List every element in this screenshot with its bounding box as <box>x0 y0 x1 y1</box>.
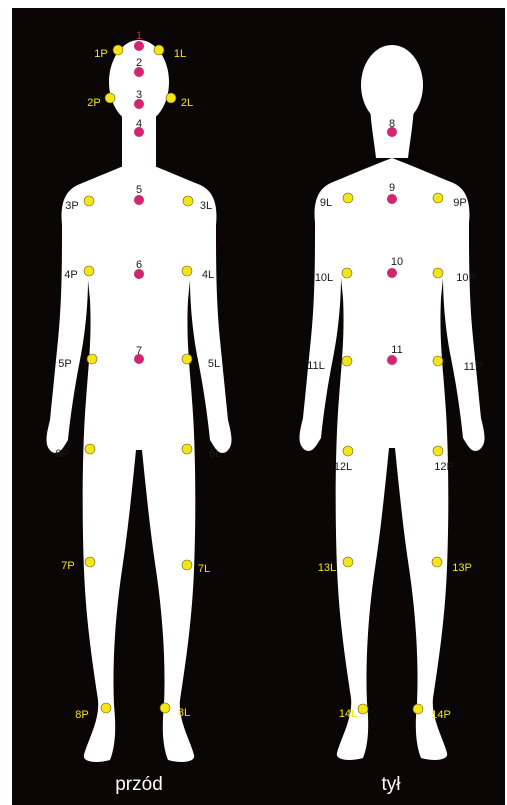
point-dot-3l <box>183 196 193 206</box>
caption-front: przód <box>79 774 199 796</box>
point-label-14l: 14L <box>339 708 357 720</box>
point-dot-11l <box>342 356 352 366</box>
point-label-1: 1 <box>136 30 142 42</box>
point-label-2: 2 <box>136 57 142 69</box>
point-label-5l: 5L <box>208 358 220 370</box>
point-label-7p: 7P <box>61 560 74 572</box>
point-label-10: 10 <box>391 256 403 268</box>
point-label-3: 3 <box>136 89 142 101</box>
point-label-4p: 4P <box>64 269 77 281</box>
point-dot-1l <box>154 45 164 55</box>
point-label-5p: 5P <box>58 358 71 370</box>
point-label-14p: 14P <box>431 709 451 721</box>
point-dot-4p <box>84 266 94 276</box>
left-white-strip <box>0 0 12 805</box>
point-label-2p: 2P <box>87 97 100 109</box>
point-label-9l: 9L <box>320 197 332 209</box>
point-label-6: 6 <box>136 259 142 271</box>
point-dot-12l <box>343 446 353 456</box>
point-label-1l: 1L <box>174 48 186 60</box>
point-label-1p: 1P <box>94 48 107 60</box>
point-label-8: 8 <box>389 118 395 130</box>
top-white-strip <box>0 0 507 8</box>
point-dot-8p <box>101 703 111 713</box>
point-dot-13p <box>432 557 442 567</box>
point-dot-10 <box>387 268 397 278</box>
point-label-7: 7 <box>136 345 142 357</box>
point-dot-9p <box>433 193 443 203</box>
point-dot-10l <box>342 268 352 278</box>
point-label-6l: 6L <box>209 448 221 460</box>
point-dot-2p <box>105 93 115 103</box>
point-label-9p: 9P <box>453 197 466 209</box>
point-dot-4l <box>182 266 192 276</box>
point-dot-9l <box>343 193 353 203</box>
point-label-4: 4 <box>136 118 142 130</box>
point-label-3p: 3P <box>65 200 78 212</box>
point-label-10p: 10P <box>456 272 476 284</box>
point-dot-13l <box>343 557 353 567</box>
point-label-12l: 12L <box>334 461 352 473</box>
point-dot-7l <box>182 560 192 570</box>
point-dot-7p <box>85 557 95 567</box>
point-label-11p: 11P <box>464 361 483 373</box>
point-dot-5l <box>182 354 192 364</box>
point-dot-11p <box>433 356 443 366</box>
point-dot-1 <box>134 41 144 51</box>
point-dot-8l <box>160 703 170 713</box>
point-dot-10p <box>433 268 443 278</box>
point-dot-6l <box>182 444 192 454</box>
point-label-5: 5 <box>136 184 142 196</box>
point-dot-14p <box>413 704 423 714</box>
point-dot-14l <box>358 704 368 714</box>
point-dot-2l <box>166 93 176 103</box>
point-dot-12p <box>433 446 443 456</box>
point-label-9: 9 <box>389 182 395 194</box>
point-dot-11 <box>387 355 397 365</box>
point-label-2l: 2L <box>181 97 193 109</box>
point-label-7l: 7L <box>198 563 210 575</box>
point-label-13l: 13L <box>318 562 336 574</box>
point-label-8p: 8P <box>75 709 88 721</box>
point-dot-1p <box>113 45 123 55</box>
caption-back: tył <box>331 774 451 796</box>
point-dot-5p <box>87 354 97 364</box>
point-label-13p: 13P <box>452 562 472 574</box>
point-label-6p: 6P <box>55 448 68 460</box>
point-label-4l: 4L <box>202 269 214 281</box>
point-dot-5 <box>134 195 144 205</box>
point-dot-9 <box>387 194 397 204</box>
point-dot-6p <box>85 444 95 454</box>
point-dot-3p <box>84 196 94 206</box>
point-label-11l: 11L <box>307 360 325 372</box>
point-label-12p: 12P <box>434 461 454 473</box>
point-label-8l: 8L <box>178 707 190 719</box>
point-label-3l: 3L <box>200 200 212 212</box>
point-label-11: 11 <box>391 344 402 356</box>
point-label-10l: 10L <box>315 272 333 284</box>
